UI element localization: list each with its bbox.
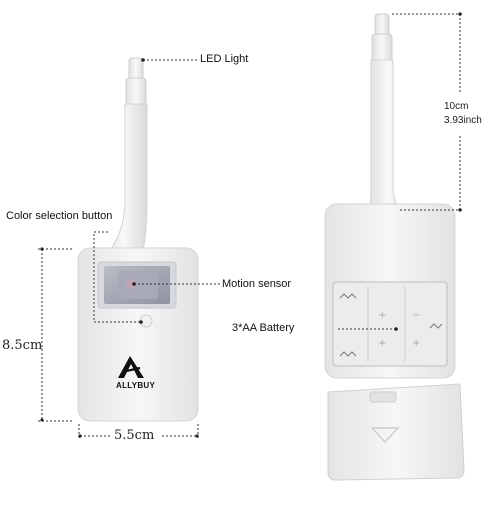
front-annotations xyxy=(38,59,220,440)
back-stem xyxy=(367,59,411,219)
battery-label: 3*AA Battery xyxy=(232,322,295,334)
front-device xyxy=(77,57,199,422)
brand-logo xyxy=(118,356,144,378)
svg-text:−: − xyxy=(412,310,420,321)
battery-cover xyxy=(327,383,465,481)
svg-text:+: + xyxy=(412,338,420,349)
height-dimension-label: 8.5cm xyxy=(2,338,43,353)
motion-sensor-window xyxy=(97,261,177,309)
color-selection-button-label: Color selection button xyxy=(6,210,113,222)
led-tip xyxy=(125,57,147,107)
annotation-dots xyxy=(40,58,199,438)
annotation-dots-right xyxy=(394,12,462,331)
back-device: + − + + xyxy=(324,13,465,481)
svg-text:+: + xyxy=(378,310,386,321)
led-light-label: LED Light xyxy=(200,53,249,65)
motion-sensor-label: Motion sensor xyxy=(222,278,292,290)
width-dimension-label: 5.5cm xyxy=(114,428,155,443)
brand-name: ALLYBUY xyxy=(116,381,156,390)
front-stem xyxy=(98,103,148,263)
back-annotations xyxy=(338,13,462,330)
length-cm-label: 10cm xyxy=(444,101,469,112)
svg-text:+: + xyxy=(378,338,386,349)
battery-compartment: + − + + xyxy=(332,281,448,367)
length-inch-label: 3.93inch xyxy=(444,115,482,126)
